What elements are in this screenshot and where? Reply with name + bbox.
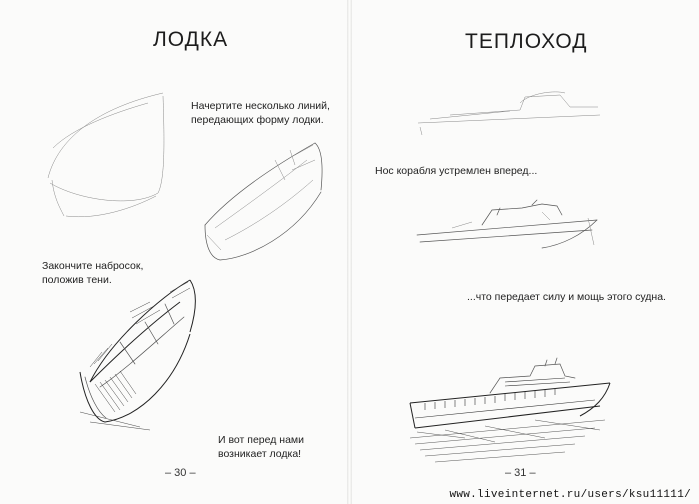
detailed-ship-drawing: [409, 357, 611, 463]
page-number-left: – 30 –: [165, 467, 196, 479]
shaded-boat-drawing: [79, 279, 196, 431]
step2-boat-text: Закончите набросок, положив тени.: [42, 260, 144, 286]
ship-outline-sketch-1: [417, 91, 601, 136]
page-title-boat: ЛОДКА: [153, 28, 229, 51]
right-page: [350, 0, 699, 504]
book-gutter: [347, 0, 352, 504]
watermark-url: www.liveinternet.ru/users/ksu11111/: [449, 489, 691, 501]
step2-ship-text: ...что передает силу и мощь этого судна.: [467, 291, 666, 303]
boat-outline-sketch-2: [204, 142, 323, 261]
ship-outline-sketch-2: [416, 199, 598, 249]
final-boat-text: И вот перед нами возникает лодка!: [218, 434, 304, 460]
page-title-ship: ТЕПЛОХОД: [465, 30, 588, 53]
boat-outline-sketch-1: [47, 92, 165, 217]
left-page: [0, 0, 349, 504]
step1-boat-text: Начертите несколько линий, передающих фо…: [191, 100, 330, 126]
page-number-right: – 31 –: [505, 467, 536, 479]
step1-ship-text: Нос корабля устремлен вперед...: [375, 165, 538, 177]
